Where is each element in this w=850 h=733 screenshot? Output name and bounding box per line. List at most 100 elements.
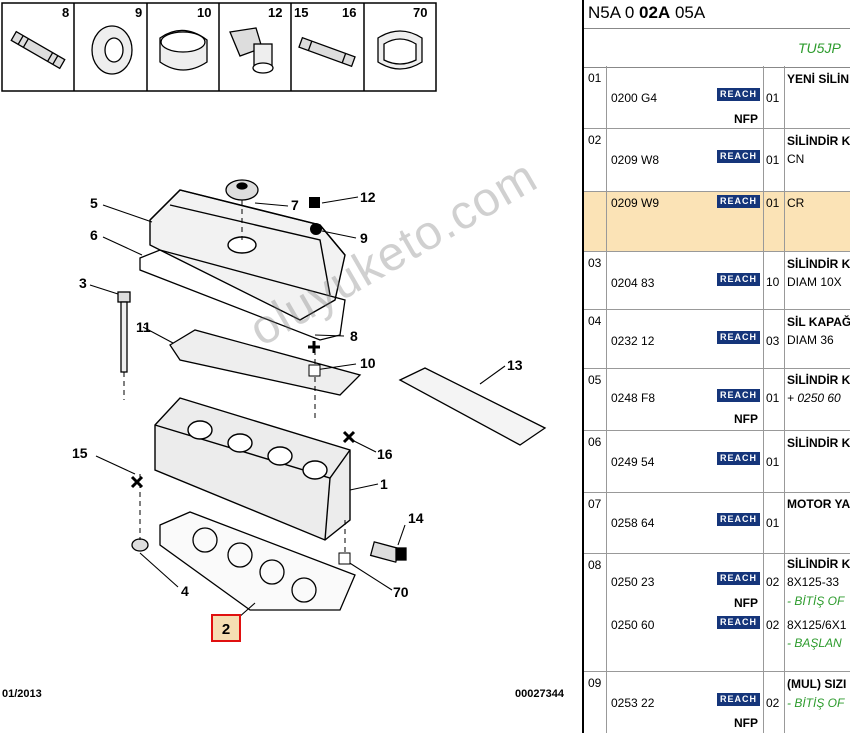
table-row[interactable]: 06 0249 54 REACH 01 SİLİNDİR K: [584, 431, 850, 493]
row-index: 05: [588, 373, 602, 387]
callout-numbers: 5 6 7 12 9 3 11 8 10 13 15 16 1 14 4 70: [72, 189, 523, 600]
part-description: SİLİNDİR K: [787, 257, 850, 271]
table-title: N5A 0 02A 05A: [588, 3, 706, 22]
row-index: 09: [588, 676, 602, 690]
reach-badge: REACH: [717, 693, 760, 706]
washer: [131, 538, 149, 552]
strip-number-12: 12: [268, 5, 282, 20]
part-number[interactable]: 0258 64: [611, 516, 655, 530]
part-number[interactable]: 0209 W9: [611, 196, 660, 210]
engine-row: TU5JP: [584, 28, 850, 68]
baffle-plate: [169, 329, 362, 396]
table-row[interactable]: 09 0253 22 REACH NFP 02 (MUL) SIZI - BİT…: [584, 672, 850, 733]
callout-5: 5: [90, 195, 98, 211]
row-index: 01: [588, 71, 602, 85]
reach-badge: REACH: [717, 273, 760, 286]
part-description: SİL KAPAĞ: [787, 315, 850, 329]
part-description: SİLİNDİR K: [787, 373, 850, 387]
head-bolt: [117, 291, 131, 373]
callout-1: 1: [380, 476, 388, 492]
strip-number-70: 70: [413, 5, 427, 20]
callout-2-highlighted[interactable]: 2: [211, 614, 241, 642]
nfp-label: NFP: [734, 412, 758, 426]
callout-14: 14: [408, 510, 424, 526]
parts-strip: [1, 2, 437, 92]
engine-code: TU5JP: [798, 40, 841, 56]
filler-cap: [225, 179, 259, 201]
reach-badge: REACH: [717, 88, 760, 101]
callout-13: 13: [507, 357, 523, 373]
table-row[interactable]: 08 0250 23 REACH NFP 02 SİLİNDİR K 8X125…: [584, 554, 850, 672]
reach-badge: REACH: [717, 452, 760, 465]
part-detail: 8X125-33: [787, 575, 840, 589]
quantity: 03: [766, 334, 780, 348]
part-number[interactable]: 0209 W8: [611, 153, 660, 167]
part-number[interactable]: 0250 23: [611, 575, 655, 589]
diagram-date: 01/2013: [2, 688, 42, 700]
part-note: - BAŞLAN: [787, 636, 842, 650]
reach-badge: REACH: [717, 389, 760, 402]
reach-badge: REACH: [717, 616, 760, 629]
row-index: 03: [588, 256, 602, 270]
part-description: SİLİNDİR K: [787, 557, 850, 571]
stud-icon: [298, 36, 356, 68]
part-note: - BİTİŞ OF: [787, 696, 845, 710]
table-row[interactable]: 05 0248 F8 REACH NFP 01 SİLİNDİR K + 025…: [584, 369, 850, 431]
table-row[interactable]: 07 0258 64 REACH 01 MOTOR YA: [584, 493, 850, 554]
column-divider: [784, 66, 785, 733]
nut-icon: [229, 27, 274, 74]
part-description: (MUL) SIZI: [787, 677, 847, 691]
quantity: 01: [766, 196, 780, 210]
quantity: 01: [766, 391, 780, 405]
callout-12: 12: [360, 189, 376, 205]
part-detail: 8X125/6X1: [787, 618, 847, 632]
nfp-label: NFP: [734, 596, 758, 610]
strip-number-9: 9: [135, 5, 142, 20]
parts-table: N5A 0 02A 05A TU5JP 01 0200 G4 REACH NFP…: [582, 0, 850, 733]
reach-badge: REACH: [717, 195, 760, 208]
table-row[interactable]: 04 0232 12 REACH 03 SİL KAPAĞ DIAM 36: [584, 310, 850, 369]
part-number[interactable]: 0232 12: [611, 334, 655, 348]
table-row[interactable]: 03 0204 83 REACH 10 SİLİNDİR K DIAM 10X: [584, 252, 850, 310]
part-description: SİLİNDİR K: [787, 436, 850, 450]
strip-number-10: 10: [197, 5, 211, 20]
cover-gasket: [139, 249, 346, 341]
reach-badge: REACH: [717, 572, 760, 585]
leader-lines: [89, 196, 506, 619]
row-index: 02: [588, 133, 602, 147]
part-note: - BİTİŞ OF: [787, 594, 845, 608]
head-gasket: [159, 511, 356, 611]
nfp-label: NFP: [734, 716, 758, 730]
table-row-selected[interactable]: 0209 W9 REACH 01 CR: [584, 192, 850, 252]
part-number[interactable]: 0200 G4: [611, 91, 658, 105]
part-number[interactable]: 0249 54: [611, 455, 655, 469]
quantity: 10: [766, 275, 780, 289]
callout-7: 7: [291, 197, 299, 213]
callout-3: 3: [79, 275, 87, 291]
quantity: 02: [766, 575, 780, 589]
cylinder-head-cover: [149, 189, 346, 321]
stud-icon: [10, 30, 66, 70]
part-description: YENİ SİLİN: [787, 72, 850, 86]
reach-badge: REACH: [717, 150, 760, 163]
part-number[interactable]: 0248 F8: [611, 391, 656, 405]
callout-11: 11: [136, 319, 151, 335]
table-row[interactable]: 02 0209 W8 REACH 01 SİLİNDİR K CN: [584, 129, 850, 192]
part-description: CR: [787, 196, 805, 210]
table-row[interactable]: 01 0200 G4 REACH NFP 01 YENİ SİLİN: [584, 67, 850, 129]
part-description: SİLİNDİR K: [787, 134, 850, 148]
quantity: 01: [766, 455, 780, 469]
cap-icon: [159, 29, 208, 71]
callout-15: 15: [72, 445, 88, 461]
parts-strip-icons: [10, 25, 423, 75]
part-detail: + 0250 60: [787, 391, 841, 405]
part-detail: DIAM 36: [787, 333, 834, 347]
reach-badge: REACH: [717, 513, 760, 526]
bushing-icon: [377, 30, 423, 70]
quantity: 02: [766, 696, 780, 710]
strip-numbers: 8 9 10 12 15 16 70: [62, 5, 427, 20]
column-divider: [606, 66, 607, 733]
part-number[interactable]: 0253 22: [611, 696, 655, 710]
part-number[interactable]: 0250 60: [611, 618, 655, 632]
part-number[interactable]: 0204 83: [611, 276, 655, 290]
